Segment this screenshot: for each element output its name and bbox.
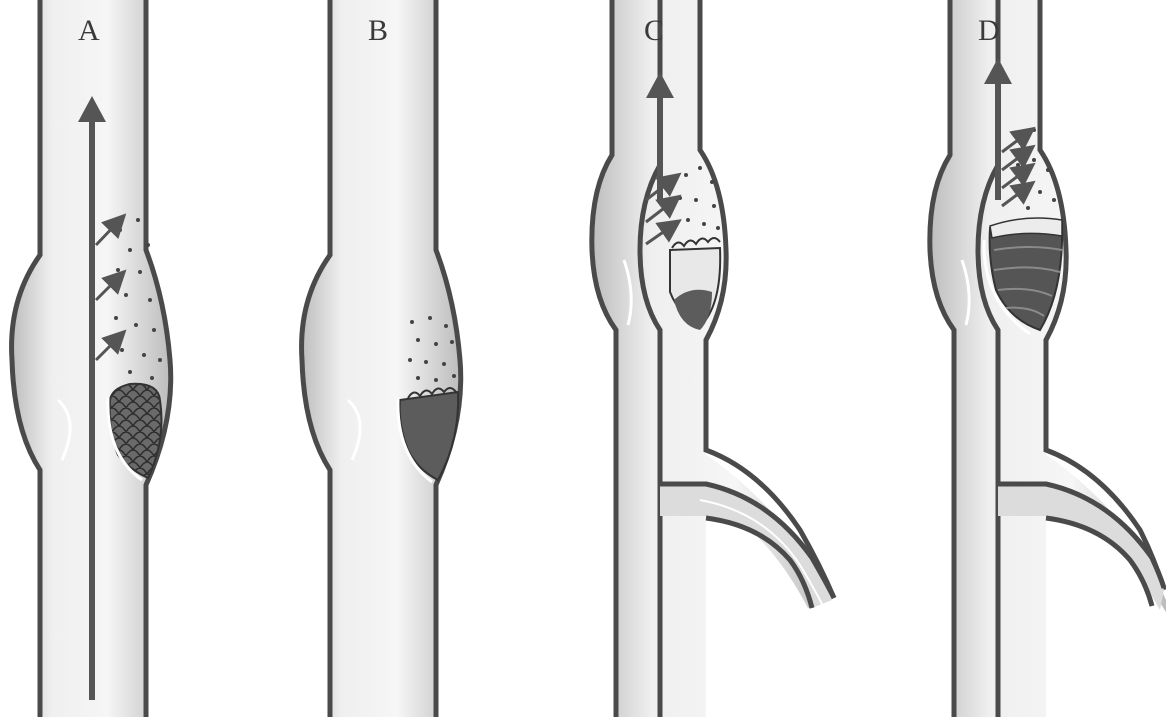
vein-outer	[592, 0, 830, 717]
vein-wall-left	[592, 0, 616, 717]
panel-label-b: B	[368, 14, 388, 47]
panel-label-a: A	[78, 14, 100, 47]
panel-c: C	[592, 0, 834, 717]
panel-label-c: C	[644, 14, 664, 47]
panel-label-d: D	[978, 14, 1000, 47]
panel-b: B	[302, 0, 461, 717]
panel-a: A	[12, 0, 171, 717]
vein-wall-left	[930, 0, 954, 717]
panel-d: D	[930, 0, 1166, 717]
